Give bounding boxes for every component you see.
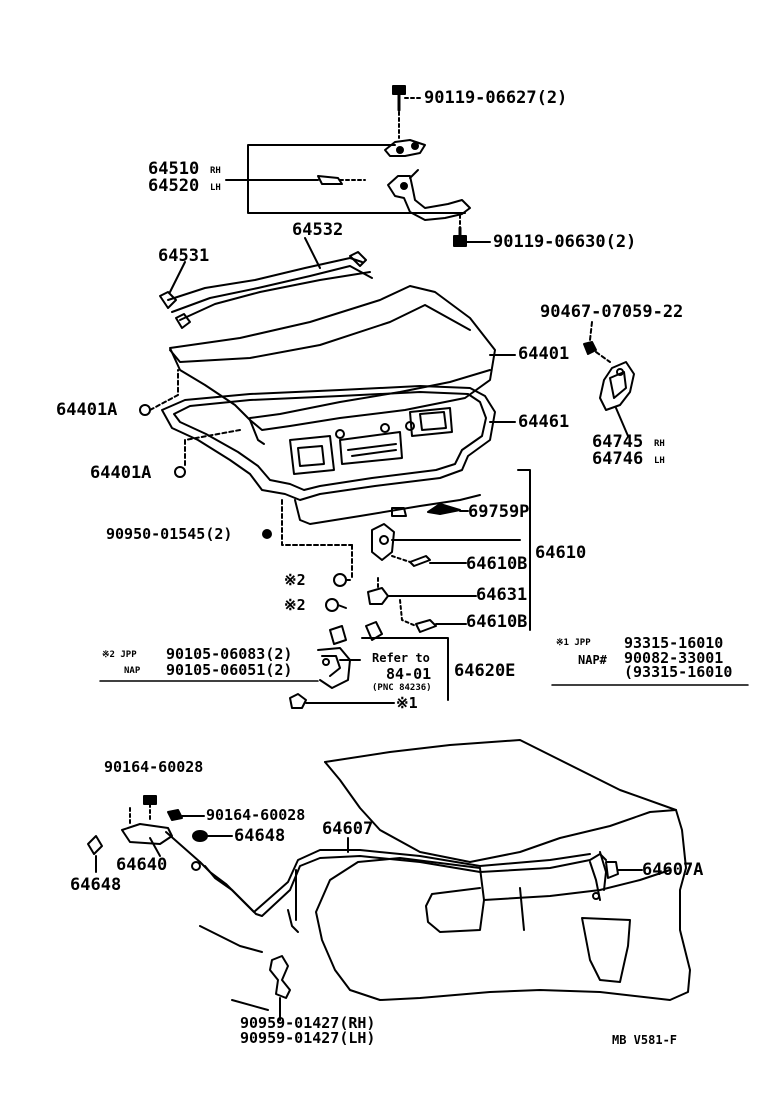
label-64510-suffix: RH xyxy=(210,166,221,176)
lock-clip-64610B-2-icon xyxy=(399,599,437,633)
leader-64745 xyxy=(615,407,629,437)
opener-lever-icon xyxy=(121,823,201,871)
latch-icon xyxy=(317,621,383,689)
lock-cylinder-icon xyxy=(371,523,521,561)
label-90164-60028-mid: 90164-60028 xyxy=(206,806,306,824)
label-64746-suffix: LH xyxy=(654,456,665,466)
label-90950-01545: 90950-01545(2) xyxy=(106,525,233,543)
label-64531: 64531 xyxy=(158,246,210,266)
clip-64401A-lower-icon xyxy=(174,429,241,478)
weatherstrip-icon xyxy=(161,385,496,525)
label-64745: 64745 xyxy=(592,432,644,452)
label-90164-60028-top: 90164-60028 xyxy=(104,758,204,776)
label-64610: 64610 xyxy=(535,543,587,563)
grommet-90950-icon xyxy=(262,529,272,539)
bolt-90119-06630-icon xyxy=(453,226,467,247)
refer-to-text: Refer to xyxy=(372,651,430,665)
lid-inner-panel-icon xyxy=(289,407,453,475)
bracket-64610 xyxy=(517,469,531,631)
label-64520: 64520 xyxy=(148,176,200,196)
label-star2-a: ※2 xyxy=(284,571,306,589)
leader-64531 xyxy=(169,261,186,293)
note-star2-jpp-tag: ※2 JPP xyxy=(102,650,137,660)
emblem-icon xyxy=(599,361,635,411)
label-64620E: 64620E xyxy=(454,661,516,681)
note-nap-pn-left: 90105-06051(2) xyxy=(166,661,293,679)
label-64401A-upper: 64401A xyxy=(56,400,118,420)
label-64648-right: 64648 xyxy=(234,826,286,846)
label-star1: ※1 xyxy=(396,694,418,712)
note-nap-hash-tag: NAP# xyxy=(578,653,607,667)
label-64631: 64631 xyxy=(476,585,528,605)
label-64532: 64532 xyxy=(292,220,344,240)
washer-star2-b-icon xyxy=(325,598,347,612)
hinge-arm-icon xyxy=(387,169,471,221)
label-90959-01427-lh: 90959-01427(LH) xyxy=(240,1029,376,1047)
note-nap-hash-pn2: (93315-16010 xyxy=(624,663,733,681)
clamp-90959-icon xyxy=(269,955,291,1015)
grommet-64607A-icon xyxy=(605,861,619,879)
label-64745-suffix: RH xyxy=(654,439,665,449)
refer-section-number: 84-01 xyxy=(386,665,432,683)
label-64520-suffix: LH xyxy=(210,183,221,193)
note-star2-jpp-pn: 90105-06083(2) xyxy=(166,645,293,663)
bolt-star1-icon xyxy=(289,693,307,709)
label-90119-06630: 90119-06630(2) xyxy=(493,232,637,252)
bolt-90164-top-icon xyxy=(129,795,157,827)
washer-star2-a-icon xyxy=(333,573,351,587)
label-90119-06627: 90119-06627(2) xyxy=(424,88,568,108)
label-90959-01427-rh: 90959-01427(RH) xyxy=(240,1014,376,1032)
label-64746: 64746 xyxy=(592,449,644,469)
label-64607A: 64607A xyxy=(642,860,704,880)
clip-64401A-upper-icon xyxy=(139,369,179,416)
diagram-code: MB V581-F xyxy=(612,1033,678,1047)
bracket-box-lines xyxy=(247,144,466,214)
clip-90467-icon xyxy=(583,341,597,355)
note-star1-jpp-tag: ※1 JPP xyxy=(556,638,591,648)
trunk-lid-icon xyxy=(169,285,496,445)
refer-pnc: (PNC 84236) xyxy=(372,683,432,693)
label-star2-b: ※2 xyxy=(284,596,306,614)
label-64510: 64510 xyxy=(148,159,200,179)
label-69759P: 69759P xyxy=(468,502,530,522)
label-64610B-2: 64610B xyxy=(466,612,528,632)
bolt-90119-06627-icon xyxy=(392,85,406,112)
leader-dash-lid xyxy=(281,499,353,546)
cap-64648-left-icon xyxy=(87,835,103,855)
label-64401: 64401 xyxy=(518,344,570,364)
label-90467-07059-22: 90467-07059-22 xyxy=(540,302,684,322)
bolt-90164-mid-icon xyxy=(167,809,183,821)
bracket-refer xyxy=(361,637,449,701)
opener-cable-icon xyxy=(199,849,607,933)
hinge-pin-icon xyxy=(317,175,366,185)
note-nap-hash-pn: 90082-33001 xyxy=(624,649,724,667)
label-64610B-1: 64610B xyxy=(466,554,528,574)
cap-64648-right-icon xyxy=(192,830,208,842)
label-64648-left: 64648 xyxy=(70,875,122,895)
lock-clip-64610B-icon xyxy=(391,555,431,567)
label-64607: 64607 xyxy=(322,819,374,839)
hinge-upper-icon xyxy=(384,139,426,157)
leader-64532 xyxy=(304,237,321,269)
label-64401A-lower: 64401A xyxy=(90,463,152,483)
cap-64631-icon xyxy=(367,577,389,605)
note-nap-tag-left: NAP xyxy=(124,666,141,676)
label-64640: 64640 xyxy=(116,855,168,875)
note-star1-jpp-pn: 93315-16010 xyxy=(624,634,724,652)
car-body-rear-icon xyxy=(199,739,691,1011)
torsion-bar-icon xyxy=(159,251,373,329)
label-64461: 64461 xyxy=(518,412,570,432)
leader-90467 xyxy=(589,321,611,363)
